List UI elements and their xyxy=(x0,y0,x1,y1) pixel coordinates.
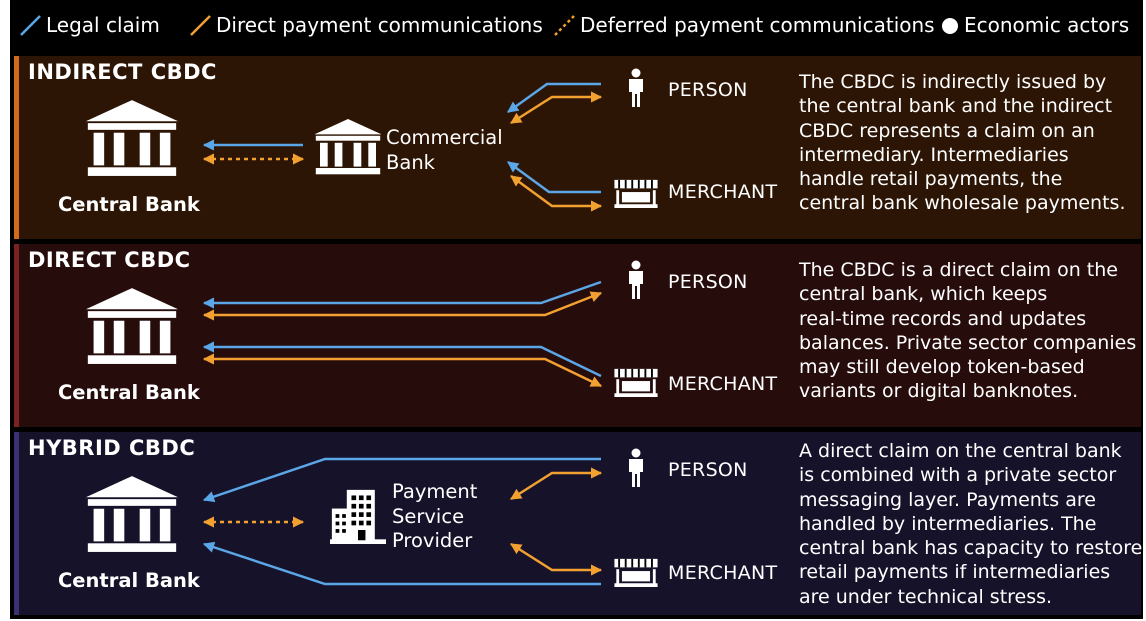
person-icon xyxy=(629,68,643,107)
legal-claim-arrow xyxy=(202,541,601,586)
central-bank-icon xyxy=(85,476,179,552)
direct-payment-arrow xyxy=(510,174,603,212)
panel-accent-bar xyxy=(14,432,19,615)
central-bank-label: Central Bank xyxy=(58,569,200,592)
person-icon xyxy=(629,260,643,299)
legal-claim-arrow xyxy=(202,280,602,309)
legend: Legal claim Direct payment communication… xyxy=(10,0,1143,50)
person-icon xyxy=(629,448,643,487)
legend-direct-payment: Direct payment communications xyxy=(188,12,543,38)
panel-direct-cbdc: DIRECT CBDC Central Bank PERSON MERCHANT… xyxy=(14,244,1141,427)
shop-icon xyxy=(613,178,659,208)
cbdc-diagram: Legal claim Direct payment communication… xyxy=(10,0,1143,619)
flow-diagram xyxy=(85,448,659,587)
shop-icon xyxy=(613,557,659,587)
direct-payment-arrow xyxy=(510,91,603,125)
legend-economic-actors: Economic actors xyxy=(940,12,1129,38)
legend-direct-payment-label: Direct payment communications xyxy=(216,13,543,37)
legal-claim-arrow xyxy=(202,341,602,378)
panel-title: DIRECT CBDC xyxy=(28,248,191,272)
person-label: PERSON xyxy=(668,271,748,293)
panel-description: The CBDC is a direct claim on the centra… xyxy=(799,259,1137,403)
bank-icon xyxy=(314,119,382,175)
direct-payment-line-icon xyxy=(190,15,211,36)
panel-description: The CBDC is indirectly issued by the cen… xyxy=(799,71,1126,215)
merchant-label: MERCHANT xyxy=(668,181,778,203)
legend-legal-claim-label: Legal claim xyxy=(46,13,160,37)
panel-description: A direct claim on the central bank is co… xyxy=(799,440,1143,608)
merchant-label: MERCHANT xyxy=(668,562,778,584)
panel-hybrid-cbdc: HYBRID CBDC Central Bank Payment Service… xyxy=(14,432,1143,615)
legend-economic-actors-label: Economic actors xyxy=(964,13,1130,37)
legend-deferred-payment: Deferred payment communications xyxy=(552,12,935,38)
legend-legal-claim: Legal claim xyxy=(18,12,160,38)
direct-payment-arrow xyxy=(510,467,603,501)
flow-diagram xyxy=(85,260,659,397)
legal-claim-arrow xyxy=(202,457,601,503)
central-bank-icon xyxy=(85,288,179,364)
person-label: PERSON xyxy=(668,79,748,101)
central-bank-label: Central Bank xyxy=(58,193,200,216)
panel-indirect-cbdc: INDIRECT CBDC Central Bank Commercial Ba… xyxy=(14,56,1141,239)
direct-payment-arrow xyxy=(202,291,603,321)
intermediary-label: Commercial Bank xyxy=(386,126,503,174)
legal-claim-arrow xyxy=(507,160,601,194)
legal-claim-line-icon xyxy=(20,15,41,36)
panel-title: INDIRECT CBDC xyxy=(28,60,217,84)
panel-accent-bar xyxy=(14,56,19,239)
office-building-icon xyxy=(330,489,386,544)
central-bank-icon xyxy=(85,100,179,176)
direct-payment-arrow xyxy=(510,542,603,576)
panel-title: HYBRID CBDC xyxy=(28,436,196,460)
merchant-label: MERCHANT xyxy=(668,373,778,395)
person-label: PERSON xyxy=(668,459,748,481)
flow-diagram xyxy=(85,68,659,212)
economic-actor-dot-icon xyxy=(942,18,958,34)
legend-deferred-payment-label: Deferred payment communications xyxy=(580,13,935,37)
shop-icon xyxy=(613,367,659,397)
deferred-payment-line-icon xyxy=(554,15,575,36)
panel-accent-bar xyxy=(14,244,19,427)
direct-payment-arrow xyxy=(202,353,603,388)
central-bank-label: Central Bank xyxy=(58,381,200,404)
intermediary-label: Payment Service Provider xyxy=(392,480,478,552)
